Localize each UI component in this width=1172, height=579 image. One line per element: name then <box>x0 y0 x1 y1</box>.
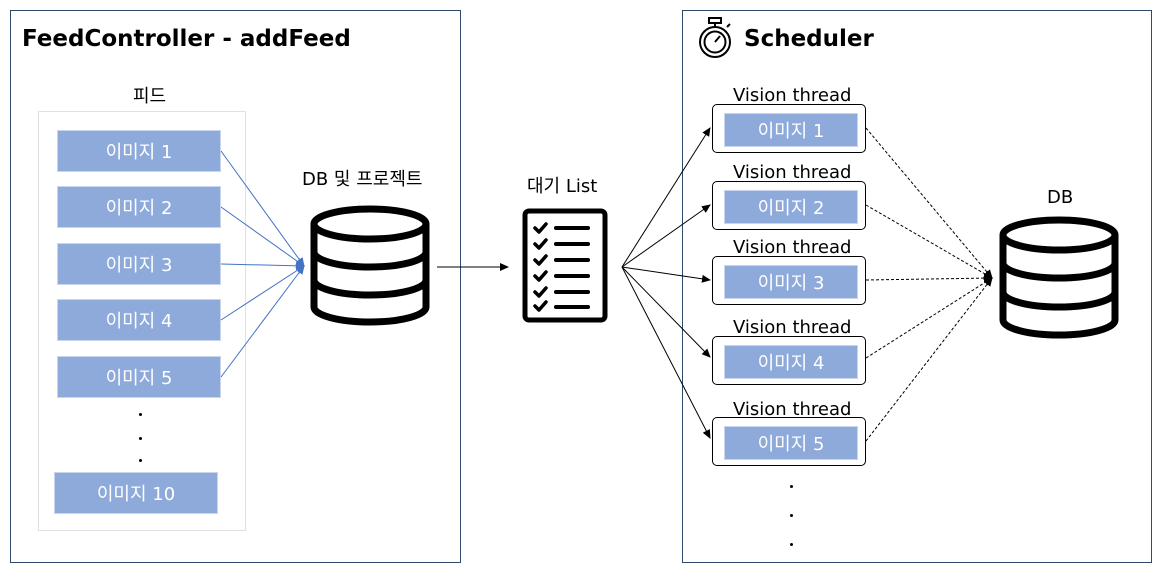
list-to-thread-arrows <box>621 127 711 439</box>
feed-image-4: 이미지 4 <box>57 299 221 341</box>
feed-image-3: 이미지 3 <box>57 243 221 285</box>
feed-image-10: 이미지 10 <box>54 472 218 514</box>
thread-image-5: 이미지 5 <box>724 426 858 460</box>
thread-label-2: Vision thread <box>733 162 852 183</box>
thread-image-3: 이미지 3 <box>724 265 858 299</box>
thread-to-db-arrows <box>865 127 993 442</box>
feed-image-5: 이미지 5 <box>57 356 221 398</box>
vision-thread-1: 이미지 1 <box>712 104 866 153</box>
feed-image-1: 이미지 1 <box>57 130 221 172</box>
thread-image-4: 이미지 4 <box>724 345 858 379</box>
thread-image-2: 이미지 2 <box>724 190 858 224</box>
db-label: DB <box>1047 187 1074 208</box>
database-icon <box>310 205 430 326</box>
thread-label-5: Vision thread <box>733 399 852 420</box>
thread-image-1: 이미지 1 <box>724 113 858 147</box>
wait-list-label: 대기 List <box>527 176 598 197</box>
feed-image-2: 이미지 2 <box>57 186 221 228</box>
thread-label-1: Vision thread <box>733 85 852 106</box>
database-icon <box>999 216 1119 339</box>
feed-controller-title: FeedController - addFeed <box>22 26 351 52</box>
vision-thread-4: 이미지 4 <box>712 336 866 385</box>
vision-thread-2: 이미지 2 <box>712 181 866 230</box>
thread-label-3: Vision thread <box>733 237 852 258</box>
scheduler-title: Scheduler <box>744 26 874 52</box>
checklist-icon <box>522 208 608 323</box>
feed-to-db-arrows <box>220 150 305 378</box>
db-project-label: DB 및 프로젝트 <box>302 169 423 190</box>
vision-thread-5: 이미지 5 <box>712 417 866 466</box>
feed-label: 피드 <box>133 86 167 107</box>
stopwatch-icon <box>699 17 731 58</box>
vision-thread-3: 이미지 3 <box>712 256 866 305</box>
thread-label-4: Vision thread <box>733 317 852 338</box>
